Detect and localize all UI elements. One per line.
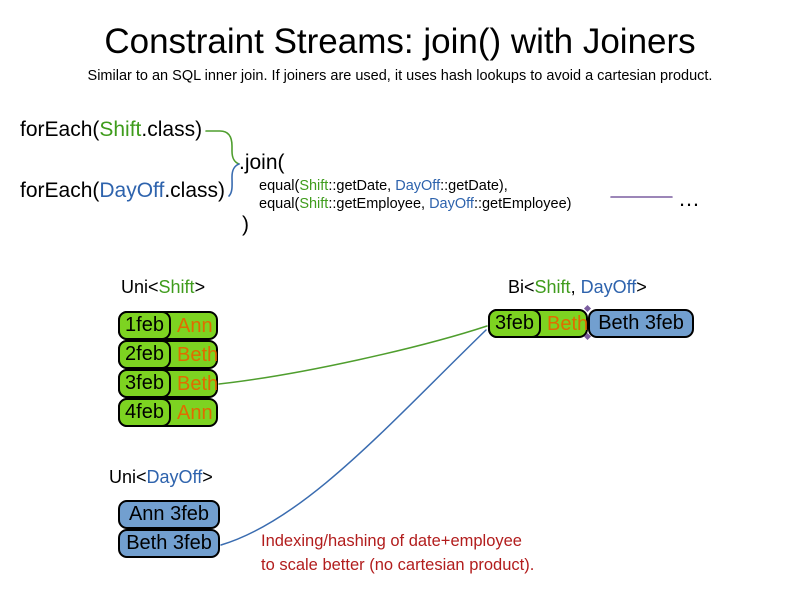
- code-text: ::getDate,: [328, 178, 396, 194]
- dayoff-class-token: DayOff: [429, 196, 474, 212]
- code-foreach-dayoff: forEach(DayOff.class): [20, 179, 225, 203]
- shift-class-token: Shift: [99, 118, 142, 141]
- code-text: forEach(: [20, 179, 100, 202]
- dayoff-to-bi-blue-curve: [220, 329, 487, 546]
- label-text: >: [202, 467, 213, 487]
- joiners-ellipsis: …: [678, 186, 700, 211]
- indexing-note-line1: Indexing/hashing of date+employee: [261, 532, 522, 550]
- date-cell: 2feb: [118, 340, 171, 369]
- label-text: >: [636, 277, 647, 297]
- label-text: >: [194, 277, 206, 297]
- label-text: Bi<: [508, 277, 535, 297]
- code-join-open: .join(: [239, 151, 285, 174]
- label-text: Uni<: [121, 277, 159, 297]
- code-equal-date: equal(Shift::getDate, DayOff::getDate),: [259, 178, 508, 194]
- indexing-note: Indexing/hashing of date+employee to sca…: [261, 530, 534, 577]
- shift-row-3feb-beth: 3feb Beth: [118, 369, 218, 398]
- bi-row-dayoff-part: Beth 3feb: [588, 309, 694, 338]
- code-text: .class): [164, 179, 226, 202]
- shift-class-token: Shift: [299, 196, 329, 212]
- date-cell: 1feb: [118, 311, 171, 340]
- code-text: ::getEmployee): [473, 196, 572, 212]
- code-text: forEach(: [20, 118, 100, 141]
- shift-class-token: Shift: [299, 178, 329, 194]
- shift-to-bi-green-curve: [218, 325, 488, 385]
- brace-bottom-blue-connector: [228, 163, 240, 197]
- date-cell: 3feb: [118, 369, 171, 398]
- code-text: ::getDate),: [440, 178, 508, 194]
- code-text: equal(: [259, 196, 300, 212]
- code-text: .class): [141, 118, 203, 141]
- code-text: equal(: [259, 178, 300, 194]
- dayoff-row-ann-3feb: Ann 3feb: [118, 500, 220, 529]
- code-equal-employee: equal(Shift::getEmployee, DayOff::getEmp…: [259, 196, 571, 212]
- shift-row-1feb-ann: 1feb Ann: [118, 311, 218, 340]
- shift-row-2feb-beth: 2feb Beth: [118, 340, 218, 369]
- dayoff-class-token: DayOff: [395, 178, 441, 194]
- employee-cell: Beth: [177, 344, 219, 366]
- page-subtitle: Similar to an SQL inner join. If joiners…: [87, 68, 713, 84]
- date-cell: 3feb: [488, 309, 541, 338]
- code-foreach-shift: forEach(Shift.class): [20, 118, 202, 142]
- bi-shift-dayoff-label: Bi<Shift, DayOff>: [508, 277, 647, 298]
- dayoff-class-token: DayOff: [146, 467, 203, 487]
- shift-class-token: Shift: [158, 277, 195, 297]
- brace-top-green-connector: [205, 130, 240, 165]
- employee-cell: Ann: [177, 402, 213, 424]
- page-title: Constraint Streams: join() with Joiners: [104, 22, 696, 61]
- shift-row-4feb-ann: 4feb Ann: [118, 398, 218, 427]
- employee-cell: Beth: [177, 373, 219, 395]
- code-join-close: ): [242, 213, 249, 236]
- code-text: ::getEmployee,: [328, 196, 430, 212]
- label-text: ,: [570, 277, 581, 297]
- employee-cell: Ann: [177, 315, 213, 337]
- shift-class-token: Shift: [534, 277, 571, 297]
- bi-row-shift-part: 3feb Beth: [488, 309, 588, 338]
- dayoff-class-token: DayOff: [99, 179, 165, 202]
- label-text: Uni<: [109, 467, 147, 487]
- indexing-note-line2: to scale better (no cartesian product).: [261, 555, 535, 574]
- employee-cell: Beth: [547, 313, 589, 335]
- dayoff-row-beth-3feb: Beth 3feb: [118, 529, 220, 558]
- date-cell: 4feb: [118, 398, 171, 427]
- dayoff-class-token: DayOff: [580, 277, 637, 297]
- uni-dayoff-label: Uni<DayOff>: [109, 467, 213, 488]
- uni-shift-label: Uni<Shift>: [121, 277, 205, 298]
